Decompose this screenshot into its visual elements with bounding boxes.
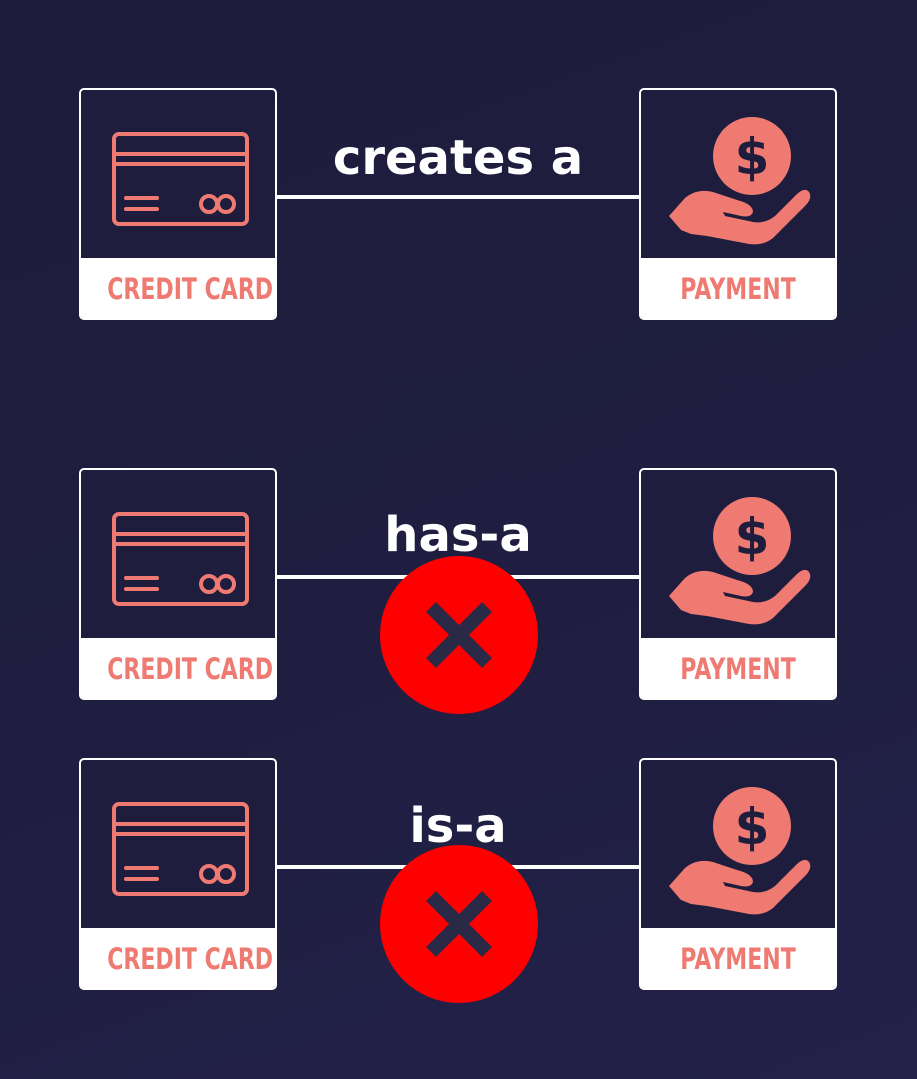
payment-box: $ PAYMENT: [639, 468, 837, 700]
payment-box: $ PAYMENT: [639, 88, 837, 320]
x-circle-icon: [426, 891, 492, 957]
x-circle-icon: [426, 602, 492, 668]
invalid-cross-badge: [380, 556, 538, 714]
hand-holding-dollar-icon: $: [669, 117, 811, 245]
credit-card-label: CREDIT CARD: [81, 638, 275, 698]
hand-holding-dollar-icon: $: [669, 497, 811, 625]
relation-label: has-a: [384, 507, 532, 563]
relationship-row-has-a: CREDIT CARD has-a $ PAYMENT: [0, 468, 917, 714]
svg-text:$: $: [735, 128, 770, 186]
relation-label: is-a: [409, 798, 507, 854]
hand-holding-dollar-icon: $: [669, 787, 811, 915]
payment-label: PAYMENT: [641, 258, 835, 318]
credit-card-icon: [112, 512, 249, 606]
credit-card-label: CREDIT CARD: [81, 928, 275, 988]
payment-box: $ PAYMENT: [639, 758, 837, 990]
credit-card-label: CREDIT CARD: [81, 258, 275, 318]
credit-card-icon: [112, 802, 249, 896]
connector-line: [277, 195, 639, 199]
svg-text:$: $: [735, 798, 770, 856]
credit-card-icon: [112, 132, 249, 226]
svg-text:$: $: [735, 508, 770, 566]
relation-label: creates a: [332, 130, 584, 186]
credit-card-box: CREDIT CARD: [79, 468, 277, 700]
payment-label: PAYMENT: [641, 928, 835, 988]
payment-label: PAYMENT: [641, 638, 835, 698]
invalid-cross-badge: [380, 845, 538, 1003]
relationship-row-is-a: CREDIT CARD is-a $ PAYMENT: [0, 758, 917, 1003]
relationship-row-creates: CREDIT CARD creates a $ PAYMENT: [0, 88, 917, 322]
credit-card-box: CREDIT CARD: [79, 758, 277, 990]
credit-card-box: CREDIT CARD: [79, 88, 277, 320]
